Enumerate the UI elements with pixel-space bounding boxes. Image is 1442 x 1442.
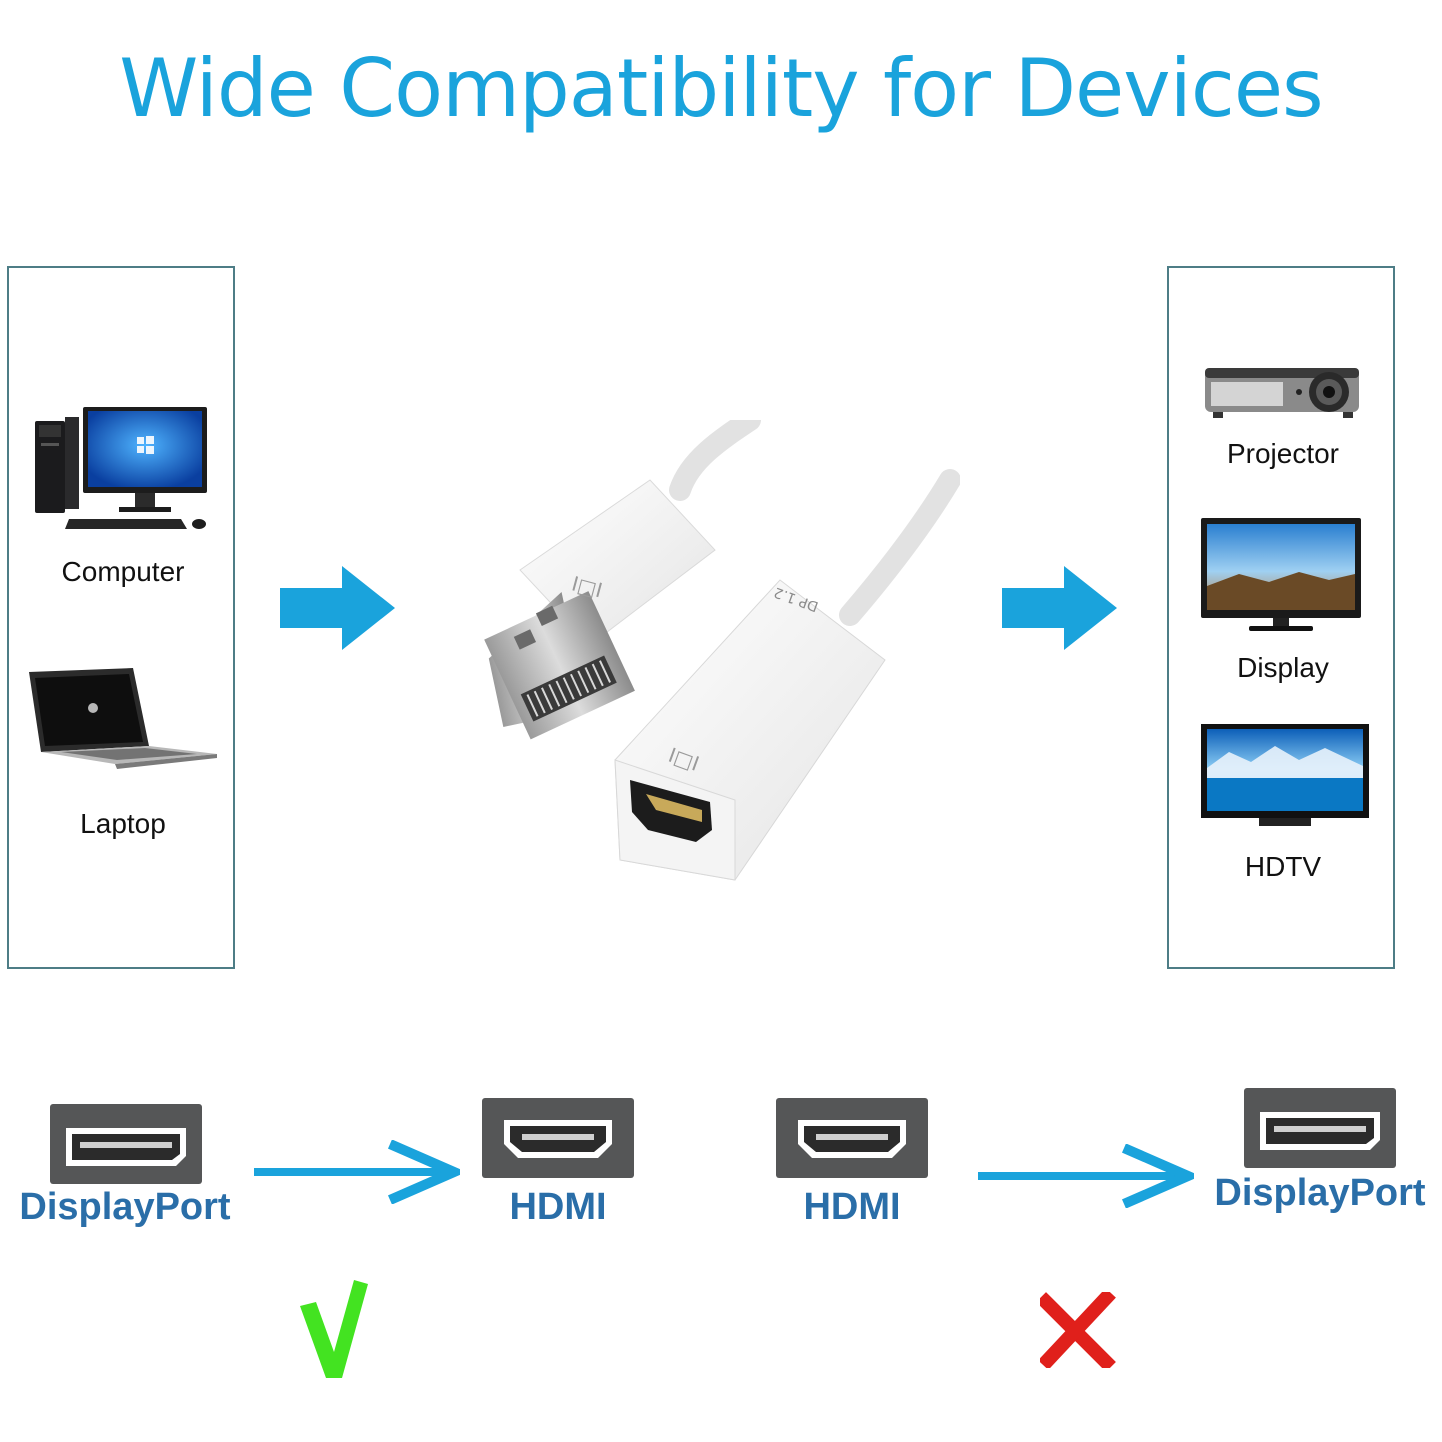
direction-2-from-label: HDMI bbox=[803, 1186, 901, 1228]
monitor-icon bbox=[1201, 518, 1361, 631]
displayport-to-hdmi-adapter-icon: I□I I□I DP 1.2 bbox=[484, 420, 960, 881]
hdmi-connector-icon bbox=[504, 1120, 612, 1158]
desktop-computer-icon bbox=[35, 407, 207, 529]
direction-1-to-label: HDMI bbox=[509, 1186, 607, 1228]
direction-2-to-label: DisplayPort bbox=[1214, 1172, 1426, 1214]
cross-icon bbox=[1036, 1288, 1116, 1372]
hdmi-port-box bbox=[776, 1098, 928, 1178]
displayport-port-box bbox=[50, 1104, 202, 1184]
displayport-port-box bbox=[1244, 1088, 1396, 1168]
checkmark-icon bbox=[298, 1278, 370, 1386]
laptop-icon bbox=[29, 668, 217, 769]
page-title: Wide Compatibility for Devices bbox=[119, 42, 1323, 135]
source-label-laptop: Laptop bbox=[80, 808, 166, 839]
output-label-display: Display bbox=[1237, 652, 1329, 683]
hdmi-connector-icon bbox=[798, 1120, 906, 1158]
output-label-projector: Projector bbox=[1226, 438, 1340, 469]
right-arrow-icon bbox=[280, 566, 395, 650]
displayport-connector-icon bbox=[66, 1128, 186, 1166]
projector-icon bbox=[1205, 368, 1359, 418]
thin-right-arrow-icon bbox=[254, 1140, 460, 1204]
hdtv-icon bbox=[1201, 724, 1369, 826]
output-label-hdtv: HDTV bbox=[1244, 851, 1322, 882]
hdmi-port-box bbox=[482, 1098, 634, 1178]
source-label-computer: Computer bbox=[61, 556, 185, 587]
source-devices-panel: Computer Laptop bbox=[7, 266, 235, 969]
thin-right-arrow-icon bbox=[978, 1144, 1194, 1208]
right-arrow-icon bbox=[1002, 566, 1117, 650]
output-devices-panel: Projector Display HDTV bbox=[1167, 266, 1395, 969]
displayport-connector-icon bbox=[1260, 1112, 1380, 1150]
direction-1-from-label: DisplayPort bbox=[19, 1186, 231, 1228]
